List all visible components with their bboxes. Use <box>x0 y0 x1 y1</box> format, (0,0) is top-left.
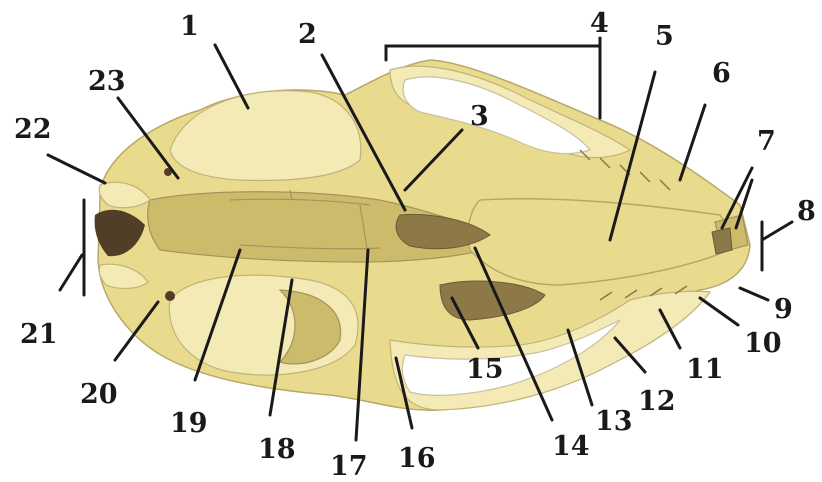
label-18: 18 <box>258 434 296 465</box>
label-9: 9 <box>774 294 793 325</box>
skull-illustration <box>95 60 750 410</box>
label-4: 4 <box>590 8 609 39</box>
leader-9 <box>740 288 768 300</box>
foramen-lower <box>165 291 175 301</box>
label-20: 20 <box>80 379 118 410</box>
incisive-shadow <box>712 228 732 254</box>
leader-21 <box>60 255 82 290</box>
label-6: 6 <box>712 58 731 89</box>
label-23: 23 <box>88 66 126 97</box>
label-19: 19 <box>170 408 208 439</box>
label-8: 8 <box>797 196 816 227</box>
leader-22 <box>48 155 105 183</box>
label-11: 11 <box>686 354 724 385</box>
label-22: 22 <box>14 114 52 145</box>
label-12: 12 <box>638 386 676 417</box>
label-10: 10 <box>744 328 782 359</box>
label-2: 2 <box>298 19 317 50</box>
leader-8 <box>762 222 792 240</box>
label-14: 14 <box>552 431 590 462</box>
label-1: 1 <box>180 11 199 42</box>
label-21: 21 <box>20 319 58 350</box>
label-3: 3 <box>470 101 489 132</box>
label-15: 15 <box>466 354 504 385</box>
leader-10 <box>700 298 738 325</box>
cranial-vault <box>170 91 361 181</box>
label-5: 5 <box>655 21 674 52</box>
label-13: 13 <box>595 406 633 437</box>
label-16: 16 <box>398 443 436 474</box>
label-17: 17 <box>330 451 368 482</box>
leader-6 <box>680 105 705 180</box>
label-7: 7 <box>757 126 776 157</box>
